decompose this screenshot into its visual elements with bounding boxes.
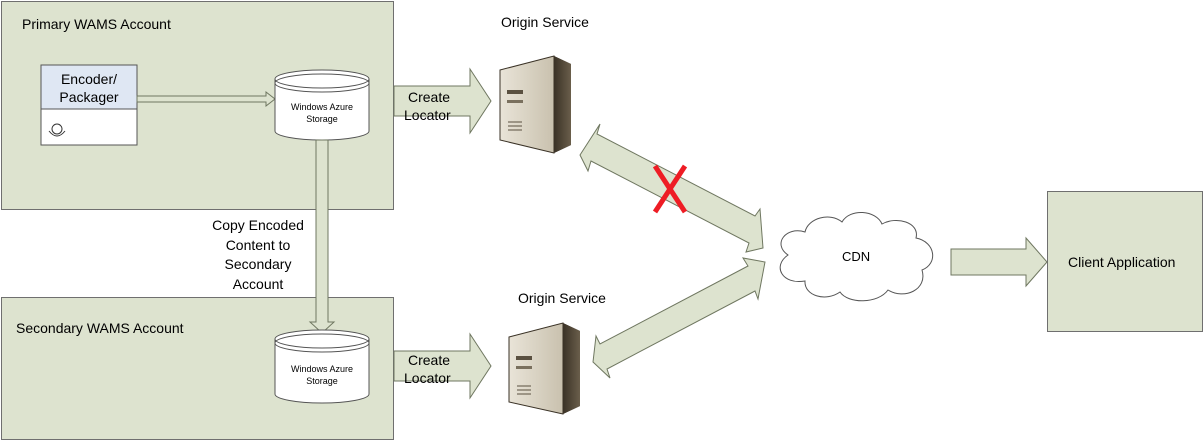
encoder-label-line1: Encoder/ xyxy=(60,71,118,87)
encoder-label-line2: Packager xyxy=(59,89,119,105)
create-locator-line1: Create xyxy=(408,89,451,105)
cdn-label: CDN xyxy=(842,249,871,264)
create-locator-arrow-primary xyxy=(393,67,492,135)
origin-service-label-primary: Origin Service xyxy=(501,14,589,30)
create-locator-label-secondary: Create Locator xyxy=(404,351,451,387)
encoder-to-storage-arrow xyxy=(136,90,276,108)
cdn-to-client-arrow xyxy=(950,236,1048,288)
create-locator-arrow-secondary xyxy=(393,332,492,400)
cloud-icon xyxy=(779,212,933,302)
copy-line4: Account xyxy=(232,275,284,292)
copy-content-arrow xyxy=(308,139,336,334)
storage-cylinder-icon xyxy=(274,329,370,404)
server-icon xyxy=(499,55,571,154)
primary-account-title: Primary WAMS Account xyxy=(22,16,171,32)
create-locator-line2: Locator xyxy=(404,107,451,123)
client-application-box xyxy=(1047,191,1203,332)
create-locator-line1: Create xyxy=(408,352,451,368)
copy-line3: Secondary xyxy=(224,256,292,272)
storage-label-line2: Storage xyxy=(306,376,338,386)
storage-label-line1: Windows Azure xyxy=(290,364,354,374)
copy-content-label: Copy Encoded Content to Secondary Accoun… xyxy=(196,216,320,294)
encoder-label: Encoder/ Packager xyxy=(41,70,137,106)
create-locator-label-primary: Create Locator xyxy=(404,88,451,124)
server-icon xyxy=(508,322,580,415)
encoder-glyph-icon xyxy=(48,123,66,137)
copy-line1: Copy Encoded xyxy=(212,217,304,233)
storage-label-line1: Windows Azure xyxy=(290,102,354,112)
storage-label-primary: Windows Azure Storage xyxy=(275,101,369,125)
origin-cdn-arrow-secondary xyxy=(592,257,766,379)
secondary-account-title: Secondary WAMS Account xyxy=(16,320,184,336)
origin-service-label-secondary: Origin Service xyxy=(518,290,606,306)
create-locator-line2: Locator xyxy=(404,370,451,386)
storage-cylinder-icon xyxy=(274,69,370,141)
failure-mark-icon xyxy=(652,164,688,214)
storage-label-line2: Storage xyxy=(306,114,338,124)
storage-label-secondary: Windows Azure Storage xyxy=(275,363,369,387)
client-application-label: Client Application xyxy=(1068,254,1176,270)
encoder-packager-box xyxy=(40,64,138,146)
copy-line2: Content to xyxy=(225,236,291,253)
